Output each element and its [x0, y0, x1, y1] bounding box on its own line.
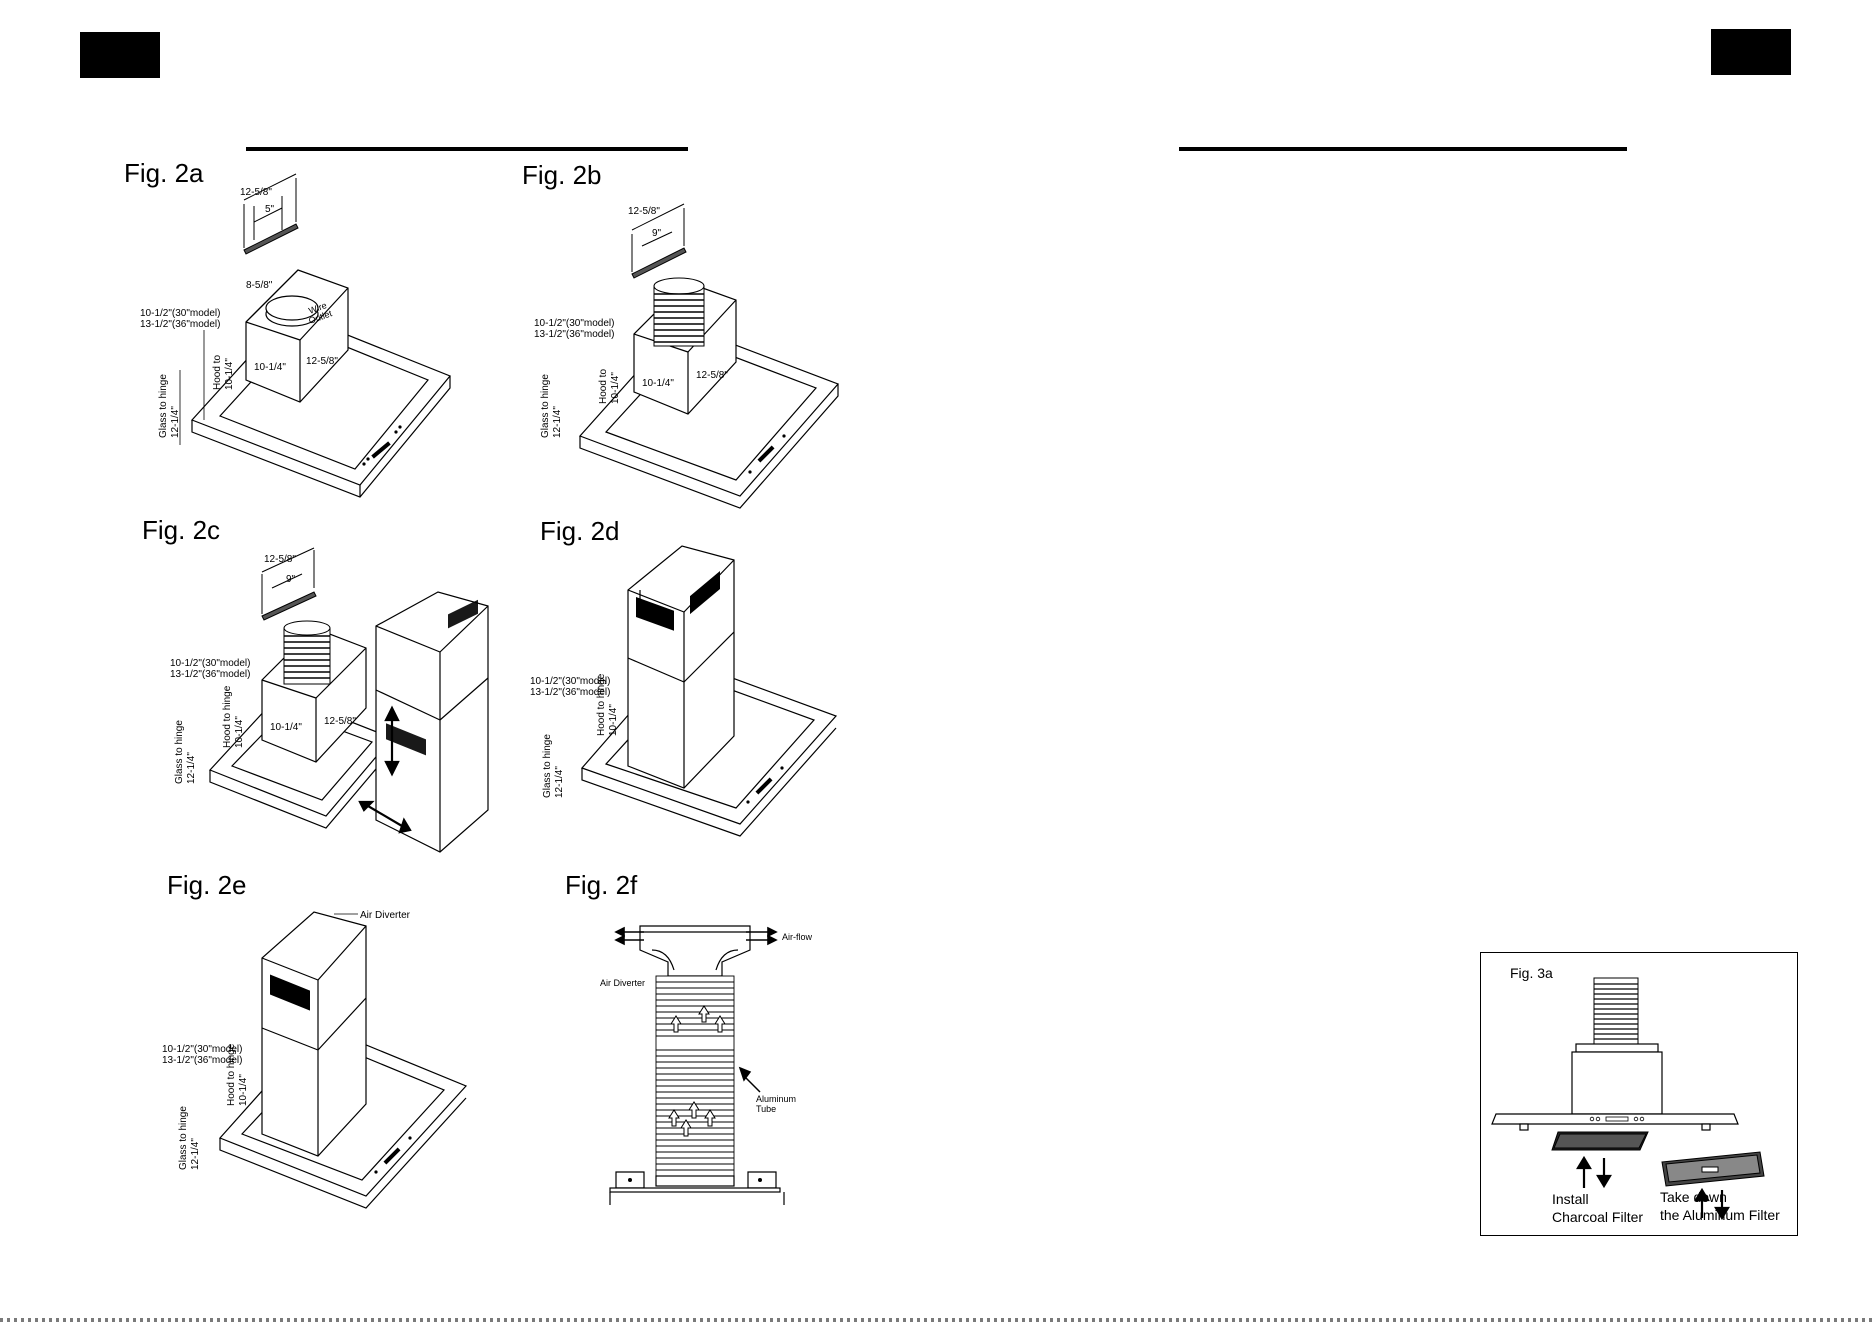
section-rule-right: [1179, 147, 1627, 151]
fig-2a-diagram: 12-5/8" 5" 8-5/8" Wire Outlet 10-1/4" 12…: [140, 173, 451, 498]
svg-text:Air Diverter: Air Diverter: [360, 910, 411, 921]
svg-text:10-1/2"(30"model): 10-1/2"(30"model): [530, 676, 610, 687]
svg-text:8-5/8": 8-5/8": [246, 280, 273, 291]
svg-text:12-5/8": 12-5/8": [628, 206, 660, 217]
svg-text:10-1/4": 10-1/4": [234, 716, 245, 748]
header-block-left: [80, 32, 160, 78]
svg-text:10-1/4": 10-1/4": [224, 358, 235, 390]
header-block-right: [1711, 29, 1791, 75]
svg-text:12-5/8": 12-5/8": [264, 554, 296, 565]
cabinet: [609, 1192, 785, 1205]
svg-text:12-1/4": 12-1/4": [170, 406, 181, 438]
up-arrows: [668, 1005, 726, 1137]
charcoal-filter: [1551, 1131, 1649, 1151]
adjust-arrow-diagonal: [358, 800, 412, 834]
fig-3a-frame: [1480, 952, 1798, 1236]
chimney-cover: [375, 591, 489, 853]
svg-text:Hood to hinge: Hood to hinge: [226, 1043, 237, 1106]
svg-text:12-5/8": 12-5/8": [696, 370, 728, 381]
aluminum-tube: [653, 277, 705, 347]
mounting-bracket: [261, 547, 317, 621]
svg-text:10-1/4": 10-1/4": [238, 1074, 249, 1106]
svg-text:10-1/2"(30"model): 10-1/2"(30"model): [162, 1044, 242, 1055]
vent-slots: [386, 599, 478, 756]
svg-text:Take down: Take down: [1660, 1189, 1727, 1205]
mounting-bracket: [243, 173, 299, 255]
fig-2e-title: Fig. 2e: [167, 870, 247, 900]
svg-text:Glass to hinge: Glass to hinge: [178, 1106, 189, 1170]
svg-text:Glass to hinge: Glass to hinge: [540, 374, 551, 438]
duct-collar: [265, 295, 319, 327]
fig-2f-title: Fig. 2f: [565, 870, 638, 900]
svg-text:12-5/8": 12-5/8": [306, 356, 338, 367]
svg-text:Tube: Tube: [756, 1104, 776, 1114]
fig-3a-diagram: Fig. 3a Install Charcoal Filter: [1491, 965, 1780, 1225]
svg-text:Hood to hinge: Hood to hinge: [222, 685, 233, 748]
svg-text:Fig. 3a: Fig. 3a: [1510, 965, 1553, 981]
svg-text:12-1/4": 12-1/4": [190, 1138, 201, 1170]
svg-text:12-5/8": 12-5/8": [324, 716, 356, 727]
svg-text:13-1/2"(36"model): 13-1/2"(36"model): [534, 329, 614, 340]
svg-text:Glass to hinge: Glass to hinge: [174, 720, 185, 784]
vent-slots: [636, 570, 720, 631]
fig-2d-diagram: 10-1/2"(30"model) 13-1/2"(36"model) Hood…: [530, 545, 838, 837]
air-diverter: [639, 925, 751, 977]
svg-text:10-1/4": 10-1/4": [270, 722, 302, 733]
svg-text:Hood to hinge: Hood to hinge: [596, 673, 607, 736]
svg-text:Hood to: Hood to: [212, 355, 223, 390]
svg-text:Glass to hinge: Glass to hinge: [542, 734, 553, 798]
svg-text:Air Diverter: Air Diverter: [600, 978, 645, 988]
aluminum-filter: [1661, 1151, 1765, 1187]
svg-text:10-1/4": 10-1/4": [254, 362, 286, 373]
mounting-bracket: [631, 203, 687, 279]
svg-text:Install: Install: [1552, 1191, 1589, 1207]
svg-text:12-5/8": 12-5/8": [240, 187, 272, 198]
svg-text:10-1/4": 10-1/4": [642, 378, 674, 389]
svg-text:10-1/2"(30"model): 10-1/2"(30"model): [534, 318, 614, 329]
aluminum-pointer: [738, 1066, 761, 1093]
svg-text:the Aluminum Filter: the Aluminum Filter: [1660, 1207, 1780, 1223]
svg-text:12-1/4": 12-1/4": [554, 766, 565, 798]
svg-text:13-1/2"(36"model): 13-1/2"(36"model): [140, 319, 220, 330]
fig-2b-title: Fig. 2b: [522, 160, 602, 190]
hood-body: [1491, 1043, 1739, 1131]
chimney: [261, 911, 367, 1157]
svg-text:Glass to hinge: Glass to hinge: [158, 374, 169, 438]
fig-2d-title: Fig. 2d: [540, 516, 620, 546]
fig-2a-title: Fig. 2a: [124, 158, 204, 188]
svg-text:10-1/2"(30"model): 10-1/2"(30"model): [170, 658, 250, 669]
control-panel: [362, 425, 402, 466]
fig-2f-diagram: Air-flow Air Diverter Aluminum Tube: [600, 925, 813, 1205]
svg-text:12-1/4": 12-1/4": [552, 406, 563, 438]
svg-text:13-1/2"(36"model): 13-1/2"(36"model): [170, 669, 250, 680]
svg-text:13-1/2"(36"model): 13-1/2"(36"model): [162, 1055, 242, 1066]
svg-text:5": 5": [265, 204, 275, 215]
svg-text:13-1/2"(36"model): 13-1/2"(36"model): [530, 687, 610, 698]
aluminum-tube: [283, 620, 331, 685]
svg-text:Charcoal Filter: Charcoal Filter: [1552, 1209, 1643, 1225]
fig-2b-diagram: 12-5/8" 9" 10-1/4" 12-5/8" 10-1/2"(30"mo…: [534, 203, 840, 509]
svg-text:10-1/4": 10-1/4": [608, 704, 619, 736]
aluminum-tube: [655, 975, 735, 1177]
svg-text:9": 9": [652, 228, 662, 239]
control-buttons: [1589, 1116, 1645, 1122]
svg-text:9": 9": [286, 574, 296, 585]
vent-slots: [270, 974, 310, 1011]
take-down-arrows: [1694, 1187, 1730, 1221]
duct-coil: [1593, 977, 1639, 1049]
svg-text:Air-flow: Air-flow: [782, 932, 813, 942]
svg-text:Hood to: Hood to: [598, 369, 609, 404]
fig-2c-title: Fig. 2c: [142, 515, 221, 545]
svg-text:12-1/4": 12-1/4": [186, 752, 197, 784]
svg-text:Aluminum: Aluminum: [756, 1094, 796, 1104]
page-bottom-edge: [0, 1318, 1872, 1322]
install-arrows: [1576, 1155, 1612, 1189]
fig-2c-diagram: 12-5/8" 9" 10-1/4": [170, 547, 489, 853]
section-rule-left: [246, 147, 688, 151]
air-flow-arrows: [614, 926, 778, 946]
svg-text:10-1/4": 10-1/4": [610, 372, 621, 404]
fig-2e-diagram: Air Diverter 10-1/2"(30"model) 13-1/2"(3…: [162, 910, 468, 1209]
svg-text:10-1/2"(30"model): 10-1/2"(30"model): [140, 308, 220, 319]
adjust-arrow-vertical: [384, 705, 400, 777]
